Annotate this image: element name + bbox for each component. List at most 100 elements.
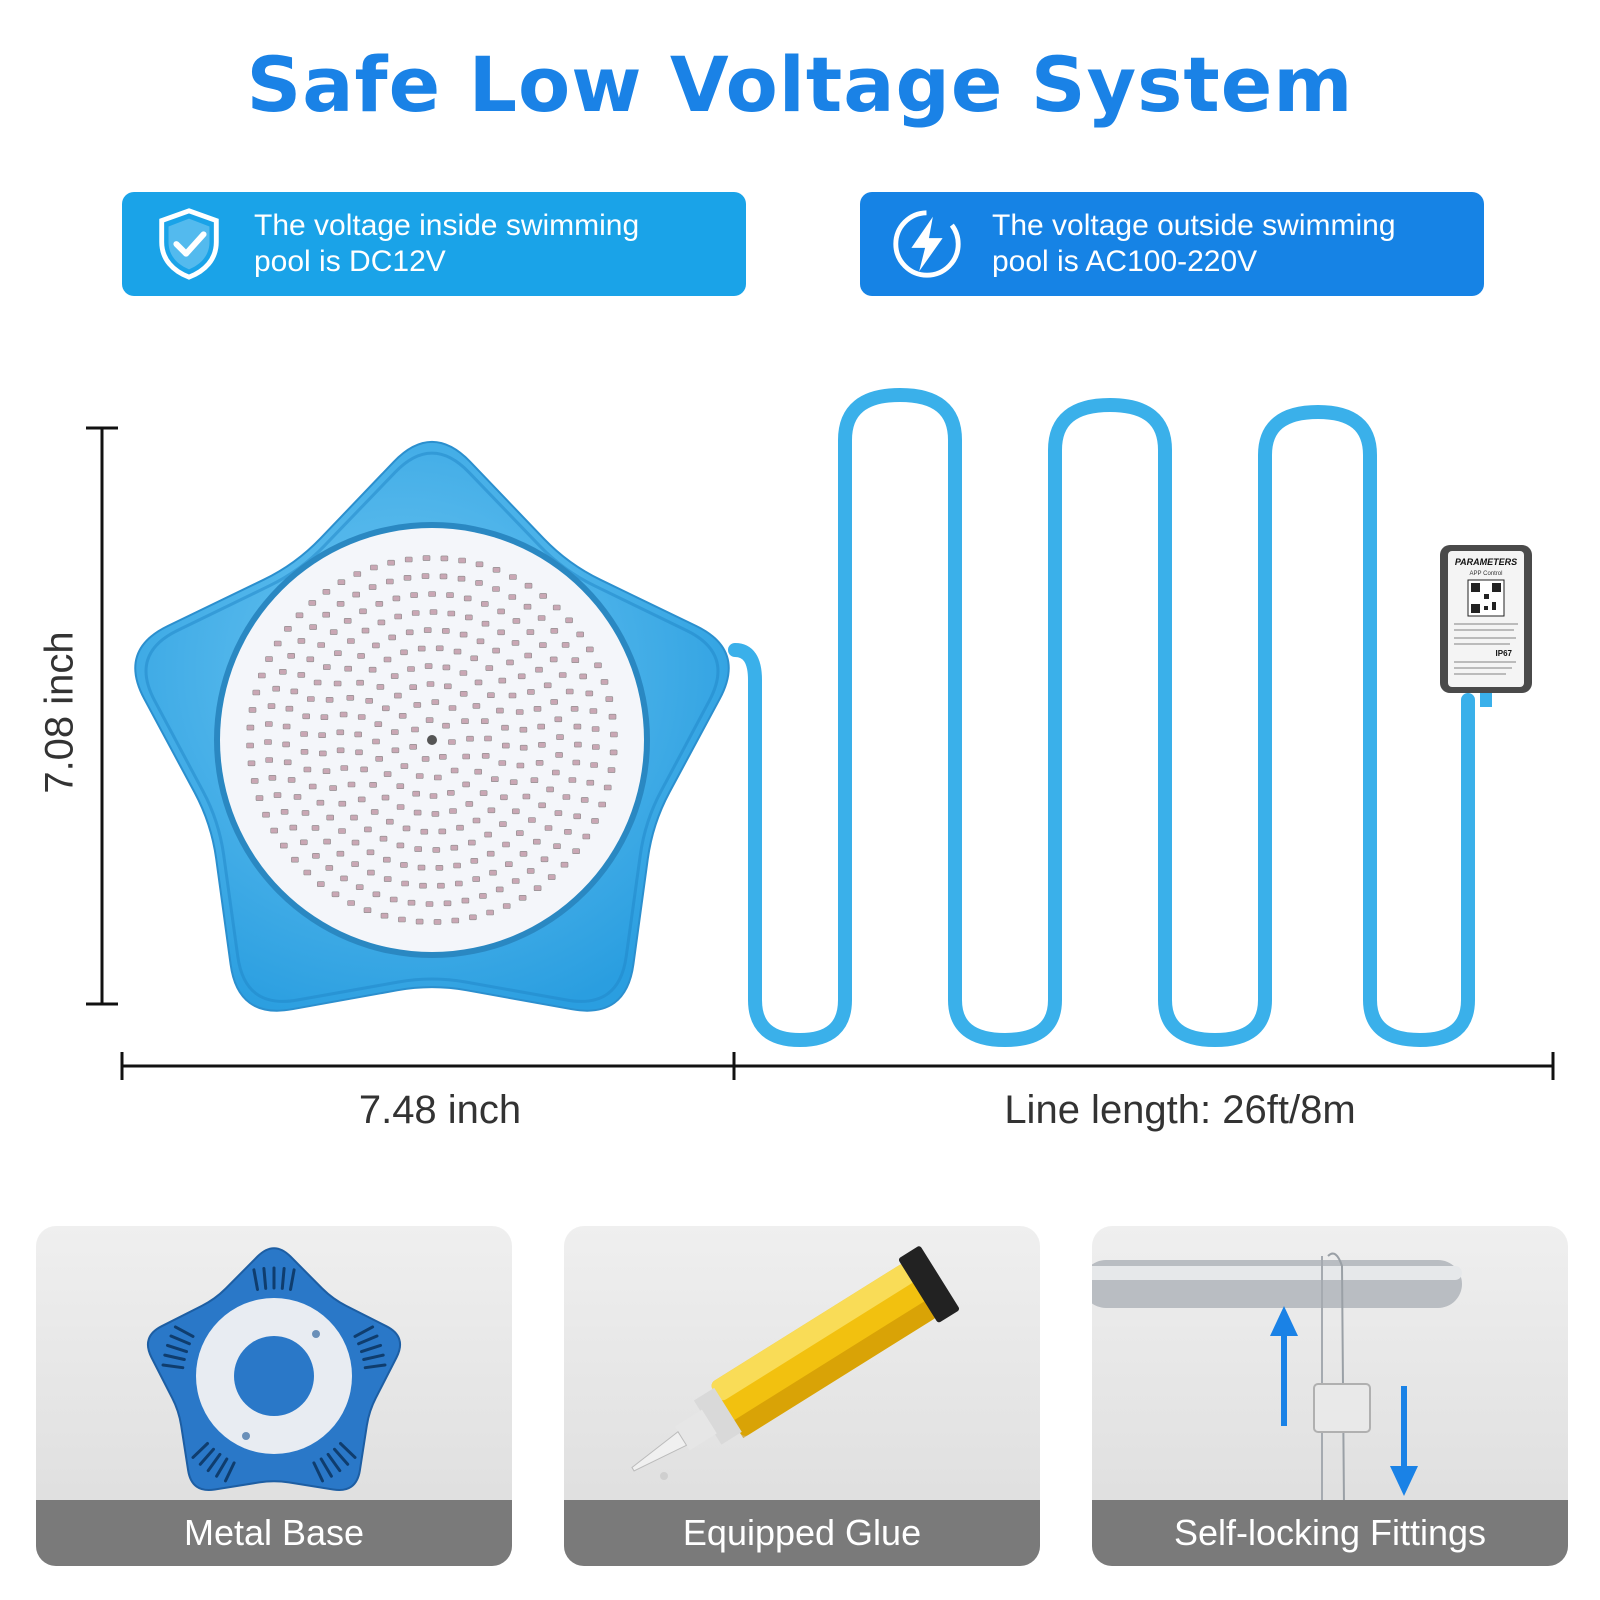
- led-chip: [364, 826, 372, 833]
- led-chip: [424, 663, 433, 669]
- led-chip: [394, 692, 402, 699]
- led-chip: [499, 821, 507, 827]
- accessory-card-metal-base: Metal Base: [36, 1226, 512, 1566]
- adapter-subheading: APP Control: [1470, 571, 1503, 577]
- led-chip: [303, 766, 312, 773]
- led-chip: [508, 594, 517, 600]
- led-chip: [607, 767, 616, 773]
- led-chip: [568, 777, 577, 783]
- led-chip: [454, 880, 463, 887]
- led-chip: [492, 647, 500, 654]
- vent-slot: [357, 1334, 379, 1346]
- led-chip: [313, 679, 322, 686]
- power-adapter: PARAMETERS APP Control IP67: [1440, 545, 1532, 707]
- vent-slot: [169, 1334, 191, 1346]
- led-chip: [369, 781, 377, 788]
- led-chip: [547, 874, 556, 880]
- led-chip: [435, 864, 444, 871]
- led-chip: [466, 735, 474, 742]
- led-chip: [382, 856, 391, 863]
- led-chip: [554, 716, 563, 723]
- led-chip: [497, 629, 505, 636]
- led-chip: [496, 707, 504, 714]
- vent-slot: [280, 1267, 286, 1290]
- led-chip: [484, 831, 492, 838]
- led-chip: [549, 656, 558, 663]
- led-chip: [476, 638, 485, 645]
- led-chip: [437, 882, 445, 889]
- led-chip: [544, 825, 553, 831]
- led-chip: [573, 813, 582, 820]
- led-chip: [421, 756, 430, 762]
- led-chip: [609, 749, 618, 756]
- led-chip: [533, 885, 542, 892]
- led-chip: [431, 811, 440, 817]
- vent-slot: [289, 1268, 296, 1291]
- led-chip: [414, 846, 423, 852]
- banner-text: The voltage outside swimming pool is AC1…: [992, 209, 1396, 278]
- led-chip: [407, 666, 415, 672]
- led-chip: [343, 618, 352, 624]
- led-chip: [450, 767, 459, 774]
- led-chip: [451, 917, 460, 924]
- led-chip: [248, 707, 257, 713]
- led-chip: [401, 880, 409, 887]
- led-chip: [459, 631, 468, 638]
- led-chip: [501, 724, 509, 731]
- led-chip: [287, 652, 296, 659]
- led-chip: [450, 844, 459, 851]
- led-chip: [283, 759, 292, 766]
- led-chip: [486, 909, 494, 916]
- vent-slot: [319, 1457, 333, 1478]
- led-chip: [539, 593, 548, 599]
- led-chip: [511, 808, 520, 815]
- led-chip: [448, 705, 457, 711]
- led-chip: [336, 747, 345, 754]
- led-chip: [419, 882, 427, 889]
- led-chip: [426, 681, 435, 687]
- led-chip: [443, 900, 452, 907]
- led-chip: [447, 610, 456, 617]
- led-chip: [396, 842, 405, 849]
- led-chip: [551, 769, 560, 776]
- glue-tube-image: [631, 1246, 960, 1480]
- led-chip: [523, 603, 532, 610]
- led-chip: [442, 664, 451, 671]
- led-chip: [320, 714, 329, 721]
- led-chip: [421, 573, 430, 579]
- led-chip: [415, 918, 424, 925]
- led-chip: [389, 896, 398, 903]
- led-chip: [301, 810, 310, 816]
- led-chip: [379, 835, 388, 842]
- led-chip: [252, 689, 261, 696]
- led-chip: [355, 884, 364, 891]
- led-chip: [365, 697, 374, 704]
- vent-slot: [161, 1363, 185, 1370]
- led-chip: [391, 747, 400, 754]
- led-chip: [405, 629, 414, 636]
- led-chip: [410, 592, 418, 598]
- led-chip: [442, 722, 450, 729]
- led-chip: [540, 856, 549, 863]
- led-chip: [316, 881, 325, 887]
- led-chip: [556, 734, 564, 740]
- led-chip: [511, 878, 520, 884]
- led-chip: [600, 679, 609, 685]
- led-chip: [585, 646, 594, 653]
- led-chip: [481, 752, 490, 759]
- led-chip: [591, 744, 600, 750]
- vent-slot: [191, 1442, 209, 1459]
- led-chip: [438, 828, 447, 835]
- line-length-label: Line length: 26ft/8m: [1004, 1088, 1356, 1132]
- led-chip: [433, 774, 442, 781]
- led-chip: [262, 811, 270, 818]
- led-chip: [539, 642, 547, 648]
- led-chip: [472, 817, 481, 824]
- accessory-label: Equipped Glue: [564, 1500, 1040, 1566]
- led-chip: [385, 818, 394, 825]
- led-chip: [415, 773, 424, 779]
- led-chip: [565, 688, 574, 695]
- led-chip: [372, 642, 380, 649]
- led-chip: [317, 642, 326, 648]
- led-chip: [480, 601, 489, 607]
